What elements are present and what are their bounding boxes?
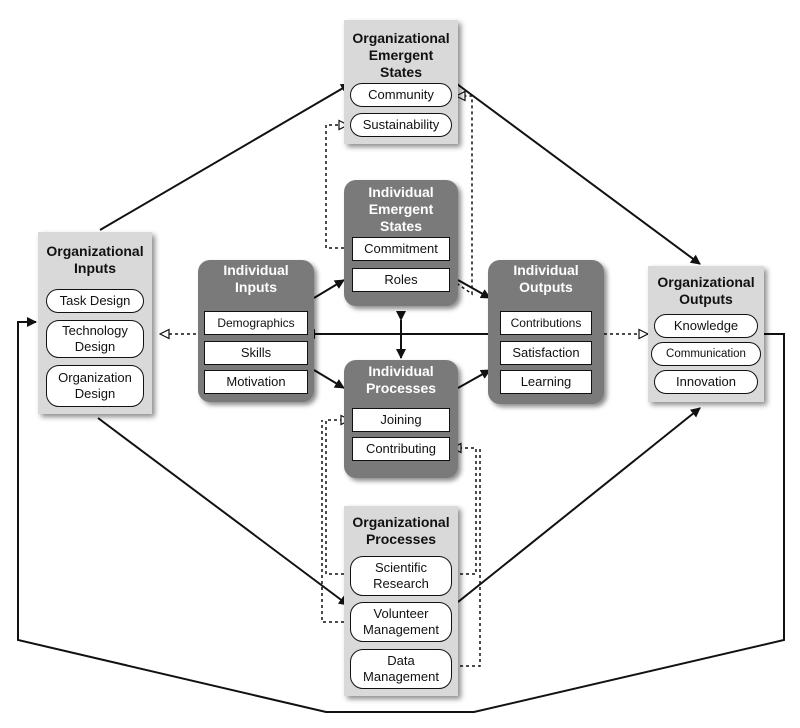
org-emergent-states-title: Organizational Emergent States (352, 30, 450, 80)
technology-design-item: Technology Design (46, 320, 144, 358)
org-outputs-title: Organizational Outputs (657, 274, 755, 307)
community-item: Community (350, 83, 452, 107)
demographics-item: Demographics (204, 311, 308, 335)
sustainability-item: Sustainability (350, 113, 452, 137)
ind-inputs-title: Individual Inputs (223, 262, 289, 295)
dotted-commitment-to-sustainability (325, 125, 350, 249)
arrow-org-inputs-to-community (99, 83, 351, 231)
arrow-org-inputs-to-volunteer (97, 417, 349, 606)
contributing-item: Contributing (352, 437, 450, 461)
satisfaction-item: Satisfaction (500, 341, 592, 365)
contributions-item: Contributions (500, 311, 592, 335)
dotted-roles-to-community (451, 96, 473, 296)
arrow-volunteer-to-org-outputs (457, 407, 701, 603)
learning-item: Learning (500, 370, 592, 394)
organization-design-item: Organization Design (46, 365, 144, 407)
dotted-data-to-contributing (454, 448, 481, 667)
communication-item: Communication (651, 342, 761, 366)
arrow-ind-emergent-to-ind-outputs (457, 279, 491, 299)
ind-outputs-box: Individual Outputs Contributions Satisfa… (488, 260, 604, 404)
org-inputs-title: Organizational Inputs (46, 243, 144, 276)
commitment-item: Commitment (352, 237, 450, 261)
task-design-item: Task Design (46, 289, 144, 313)
dotted-volunteer-to-joining (321, 420, 350, 623)
knowledge-item: Knowledge (654, 314, 758, 338)
ind-inputs-box: Individual Inputs Demographics Skills Mo… (198, 260, 314, 402)
arrow-ind-inputs-to-ind-processes (313, 369, 345, 389)
roles-item: Roles (352, 268, 450, 292)
org-outputs-box: Organizational Outputs Knowledge Communi… (648, 266, 764, 402)
dotted-scientific-to-joining (325, 420, 350, 575)
ind-processes-box: Individual Processes Joining Contributin… (344, 360, 458, 478)
org-processes-title: Organizational Processes (352, 514, 450, 547)
arrow-ind-processes-to-ind-outputs (457, 369, 491, 389)
arrow-org-outputs-loop (17, 317, 785, 713)
scientific-research-item: Scientific Research (350, 556, 452, 596)
ind-emergent-states-title: Individual Emergent States (368, 184, 434, 234)
org-emergent-states-box: Organizational Emergent States Community… (344, 20, 458, 144)
org-inputs-box: Organizational Inputs Task Design Techno… (38, 232, 152, 414)
ind-outputs-title: Individual Outputs (513, 262, 579, 295)
skills-item: Skills (204, 341, 308, 365)
dotted-scientific-to-contributing (452, 448, 477, 575)
ind-processes-title: Individual Processes (365, 363, 437, 396)
org-processes-box: Organizational Processes Scientific Rese… (344, 506, 458, 696)
arrow-ind-inputs-to-ind-emergent (313, 279, 345, 299)
ind-emergent-states-box: Individual Emergent States Commitment Ro… (344, 180, 458, 306)
arrow-community-to-org-outputs (456, 83, 701, 265)
joining-item: Joining (352, 408, 450, 432)
motivation-item: Motivation (204, 370, 308, 394)
data-management-item: Data Management (350, 649, 452, 689)
volunteer-management-item: Volunteer Management (350, 602, 452, 642)
innovation-item: Innovation (654, 370, 758, 394)
